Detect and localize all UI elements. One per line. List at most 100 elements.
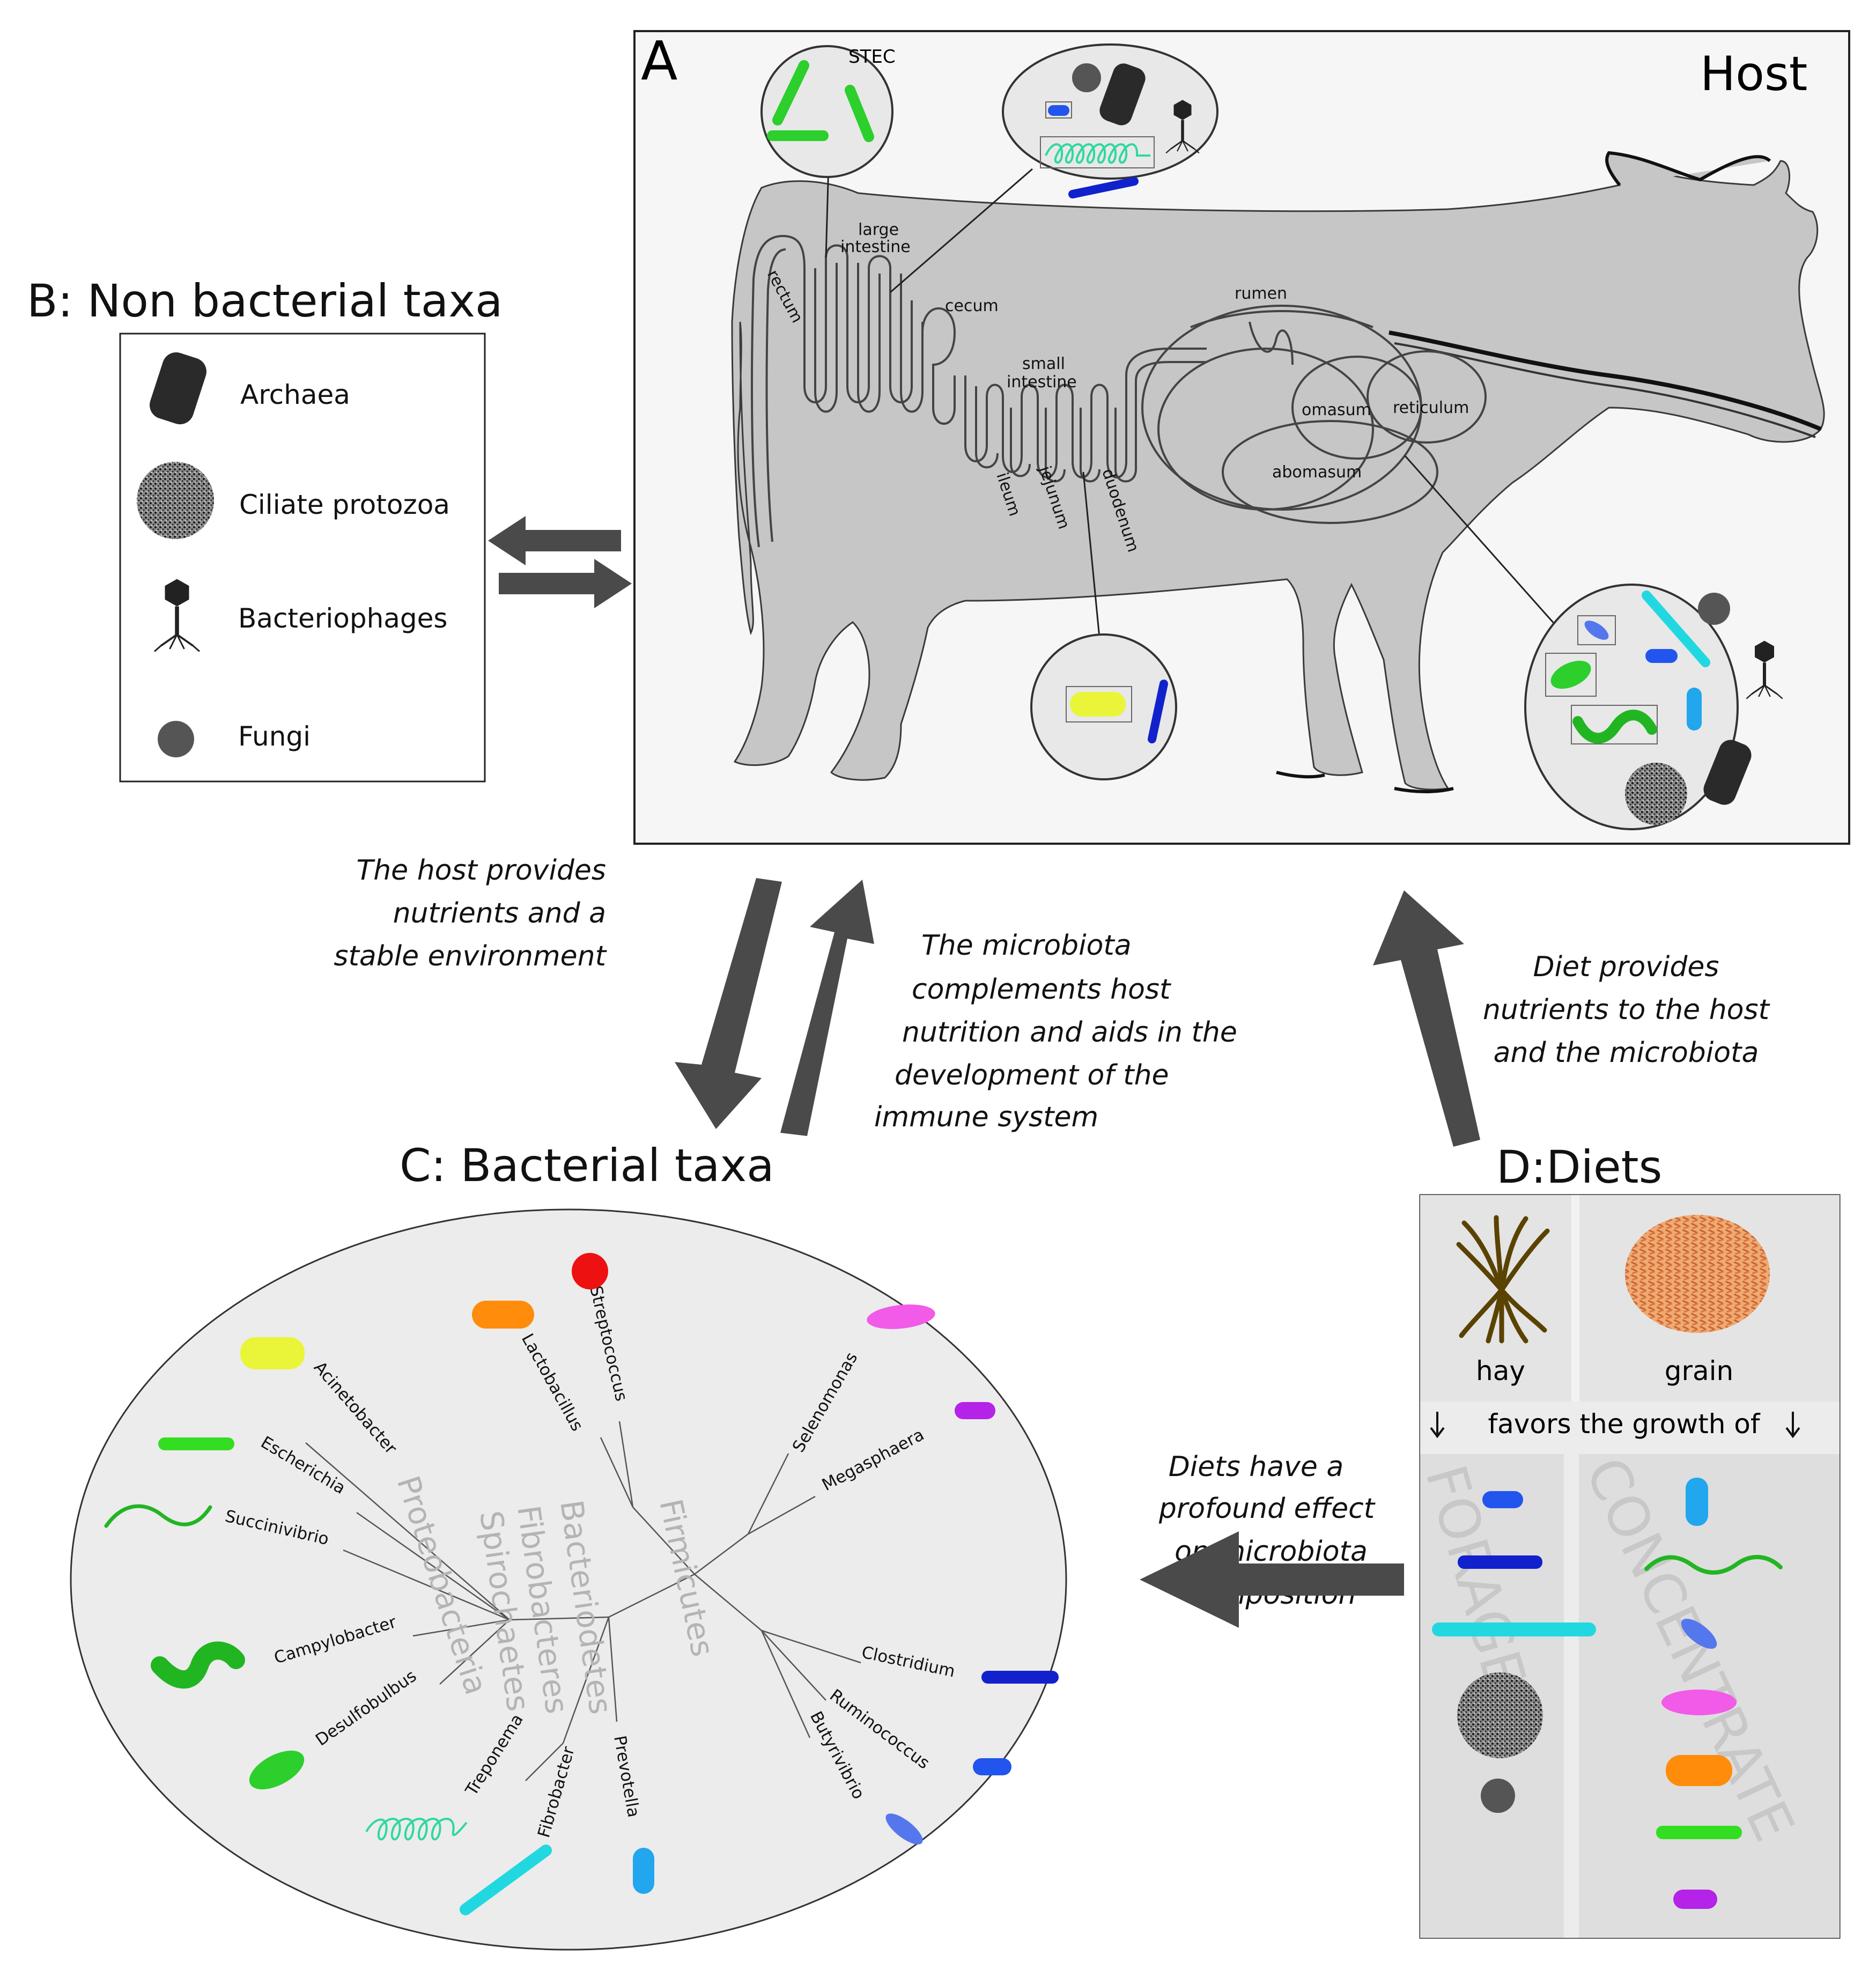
branch-campylobacter [412,1619,510,1637]
hay-straw [1461,1220,1504,1293]
concentrate-escherichia-cell [1656,1826,1742,1839]
cow-back-shadow [1276,771,1454,793]
stec-label: STEC [848,46,896,68]
hay-straw [1456,1242,1504,1293]
forage-concentrate-divider [1564,1454,1579,1938]
caption-micro-line-1: The microbiota [921,930,1132,962]
legend-fungi: Fungi [238,721,311,752]
caption-micro-line-4: development of the [895,1059,1169,1091]
panel-c-ellipse [70,1208,1067,1951]
cecum-tube [921,307,956,425]
hay-icon [1456,1215,1550,1344]
cell-desulfobulbus [249,1750,305,1790]
rumen-fold [1190,310,1373,365]
archaea-cell-2 [1703,740,1752,805]
panel-a-letter: A [641,29,677,92]
green-spiral-cell [1572,710,1657,744]
caption-diet-line-1: Diet provides [1533,951,1719,983]
panel-b-title: B: Non bacterial taxa [27,275,503,327]
branch-selenomonas [747,1453,789,1535]
panel-d-diets: D:Diets hay grain fav [1413,1141,1841,1939]
cell-streptococcus [572,1253,608,1289]
blue-oval-cell [1645,649,1678,663]
legend-archaea: Archaea [240,379,350,410]
fungus-cell-2 [1698,593,1730,625]
yellow-cell-box [1066,686,1132,722]
small-intestine-inset [1030,633,1177,780]
green-spiral-box [1571,705,1658,744]
arrow-diet-to-bacteria [1140,1531,1404,1628]
cell-selenomonas [867,1304,935,1329]
legend-bacteriophages: Bacteriophages [238,603,447,634]
cell-escherichia [158,1437,234,1450]
fungi-icon [158,721,194,757]
reticulum-organ [1367,350,1487,444]
label-small-2: intestine [1007,373,1077,392]
panel-a-host: A Host large in [633,29,1850,845]
label-large-1: large [858,220,899,239]
leader-lines [825,163,1578,666]
concentrate-butyrivibrio-cell [1681,1618,1717,1649]
cell-fibrobacter [460,1845,552,1915]
concentrate-prevotella-cell [1686,1478,1708,1526]
branch-firmicutes [608,1573,695,1618]
concentrate-megasphaera-cell [1673,1890,1717,1909]
legend-ciliate: Ciliate protozoa [239,489,450,520]
cell-campylobacter [151,1641,245,1689]
label-cecum: cecum [945,297,999,315]
branch-acinetobacter [305,1442,510,1620]
caption-diet-line-2: nutrients to the host [1483,994,1770,1026]
label-rumen: rumen [1235,284,1287,303]
caption-effect-line-2: profound effect [1158,1493,1376,1525]
blue-vibrio-box [1577,615,1616,645]
cow-body [731,152,1825,791]
leader-rumen [1404,455,1578,650]
hay-label: hay [1476,1355,1525,1386]
stec-rod-2 [845,85,874,142]
label-large-2: intestine [840,238,911,256]
hay-straw [1499,1216,1528,1293]
concentrate-lactobacillus-cell [1666,1755,1732,1786]
small-intestine-tube [964,348,1207,478]
cell-lactobacillus [472,1301,534,1329]
label-small-1: small [1022,355,1065,373]
branch-butyrivibrio [760,1630,811,1738]
favors-label: favors the growth of [1488,1408,1761,1440]
cow-silhouette [731,151,1825,793]
forage-protozoa-cell [1457,1672,1543,1758]
branch-succinivibrio [343,1549,510,1621]
protozoa-cell [1625,763,1687,825]
large-intestine-tube-2 [814,263,924,413]
cyan-rod-cell [1642,591,1710,667]
arrow-host-to-bacteria [675,878,782,1129]
spirochete-cell [1045,143,1150,164]
taxon-cells [104,1253,1059,1915]
ciliate-protozoa-icon [137,462,214,539]
rumen-inner [1157,348,1374,511]
large-intestine-tube [803,244,913,403]
cell-megasphaera [955,1402,995,1419]
hay-straw [1494,1215,1504,1293]
arrow-a-to-b [488,516,621,565]
down-arrow-icon [1430,1412,1445,1439]
blue-cell [1048,105,1069,116]
hay-straw [1499,1287,1547,1333]
panel-b-non-bacterial: B: Non bacterial taxa Archaea Ciliate pr… [27,275,503,783]
branch-lactobacillus [600,1437,634,1508]
forage-fibrobacter-cell [1432,1622,1596,1636]
omasum-organ [1291,356,1422,460]
green-cell [1550,660,1591,689]
cell-ruminococcus [973,1758,1011,1775]
branch-streptococcus [618,1421,634,1508]
label-omasum: omasum [1302,401,1371,419]
grain-icon [1625,1215,1770,1333]
caption-host-line-2: nutrients and a [393,897,606,930]
caption-host-line-1: The host provides [356,854,606,887]
branch-escherichia [356,1511,510,1621]
archaea-icon [150,352,206,425]
phylogenetic-tree [305,1421,861,1781]
light-blue-cell [1687,688,1702,731]
large-intestine-inset [1002,43,1218,198]
small-intestine-tube-2 [975,361,1207,483]
rectum-tube [751,234,806,548]
